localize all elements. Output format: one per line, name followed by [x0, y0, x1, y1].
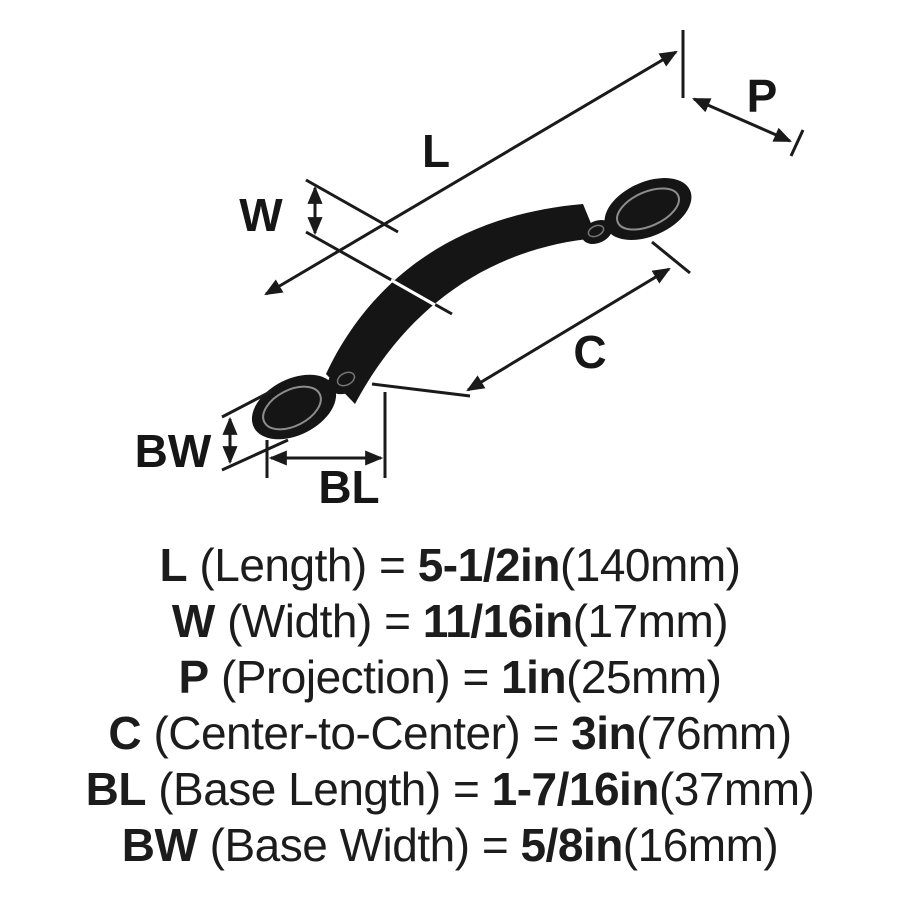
p-extension-tick [789, 129, 805, 157]
dimension-spec-list: L (Length) = 5-1/2in(140mm) W (Width) = … [0, 537, 900, 873]
dimension-bw-group: BW [135, 389, 289, 477]
spec-label: (Center-to-Center) [153, 707, 521, 759]
spec-code: BW [121, 819, 198, 871]
label-bl: BL [318, 461, 379, 513]
label-w: W [239, 189, 283, 241]
handle-dimension-drawing: L P W C [135, 30, 805, 513]
spec-line-base-length: BL (Base Length) = 1-7/16in(37mm) [0, 761, 900, 817]
spec-equals: = [481, 819, 509, 871]
spec-line-length: L (Length) = 5-1/2in(140mm) [0, 537, 900, 593]
spec-value: 1-7/16in [491, 763, 660, 815]
spec-equals: = [384, 595, 411, 647]
dimension-bl-group: BL [265, 392, 387, 513]
spec-metric: (37mm) [658, 763, 815, 815]
spec-code: P [178, 651, 209, 703]
handle-lower-base [251, 374, 337, 440]
label-l: L [422, 125, 450, 177]
bw-extension-line-top [221, 389, 273, 419]
spec-line-projection: P (Projection) = 1in(25mm) [0, 649, 900, 705]
spec-equals: = [452, 763, 480, 815]
lower-base-rim-detail [262, 385, 322, 431]
dimension-w-group: W [239, 178, 399, 241]
spec-value: 5-1/2in [417, 539, 561, 591]
label-p: P [747, 70, 778, 122]
spec-code: L [159, 539, 188, 591]
c-extension-line-right [651, 240, 691, 275]
lower-ferrule-detail [336, 371, 356, 387]
spec-line-width: W (Width) = 11/16in(17mm) [0, 593, 900, 649]
spec-value: 11/16in [422, 595, 573, 647]
spec-label: (Base Width) [209, 819, 470, 871]
dimension-c-group: C [371, 240, 691, 398]
dimension-diagram: L P W C [135, 30, 805, 513]
handle-drawing [251, 178, 692, 440]
dimension-l-group: L [264, 30, 685, 296]
spec-metric: (76mm) [636, 707, 792, 759]
spec-value: 1in [501, 651, 567, 703]
spec-code: W [171, 595, 215, 647]
spec-metric: (17mm) [572, 595, 729, 647]
p-dimension-line [692, 97, 792, 143]
spec-line-center-to-center: C (Center-to-Center) = 3in(76mm) [0, 705, 900, 761]
spec-metric: (140mm) [559, 539, 741, 591]
l-dimension-line [264, 50, 678, 296]
dimension-p-group: P [692, 70, 805, 157]
spec-value: 5/8in [520, 819, 623, 871]
c-dimension-line [466, 267, 671, 392]
spec-label: (Length) [199, 539, 367, 591]
spec-code: C [108, 707, 142, 759]
spec-metric: (16mm) [622, 819, 779, 871]
label-c: C [573, 326, 606, 378]
spec-value: 3in [571, 707, 637, 759]
spec-label: (Width) [227, 595, 372, 647]
w-extension-line-top [305, 178, 399, 234]
spec-code: BL [85, 763, 147, 815]
bw-extension-line-bottom [221, 438, 289, 472]
spec-label: (Projection) [220, 651, 451, 703]
spec-label: (Base Length) [158, 763, 441, 815]
c-extension-line-left [371, 382, 471, 398]
spec-line-base-width: BW (Base Width) = 5/8in(16mm) [0, 817, 900, 873]
label-bw: BW [135, 425, 212, 477]
spec-equals: = [532, 707, 560, 759]
spec-equals: = [462, 651, 489, 703]
spec-metric: (25mm) [566, 651, 722, 703]
handle-upper-base [604, 178, 692, 240]
spec-equals: = [379, 539, 406, 591]
